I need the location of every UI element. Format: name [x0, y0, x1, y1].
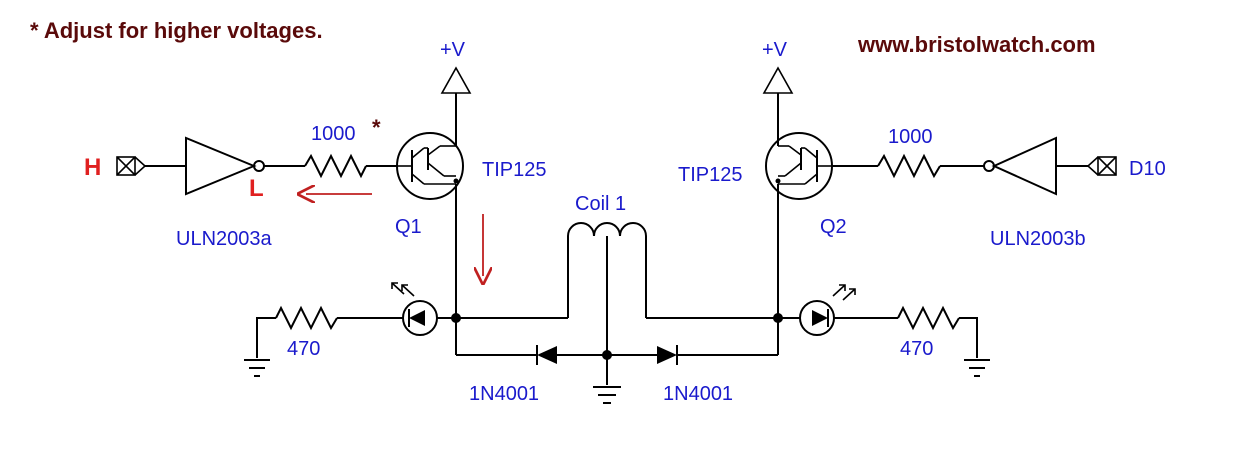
- right-ground: [964, 359, 990, 377]
- right-driver-label: ULN2003b: [990, 228, 1086, 250]
- right-led: [799, 284, 856, 336]
- q1-type-label: TIP125: [482, 159, 546, 181]
- left-input-high-label: H: [84, 154, 101, 181]
- website-label: www.bristolwatch.com: [857, 32, 1096, 57]
- left-supply-symbol: [440, 66, 472, 94]
- left-diode: [536, 345, 557, 365]
- left-led: [391, 282, 438, 336]
- right-led-resistor: [897, 305, 960, 331]
- uln2003b-inverter: [983, 136, 1057, 196]
- adjust-note: * Adjust for higher voltages.: [30, 18, 323, 43]
- coil-label: Coil 1: [575, 193, 626, 215]
- left-diode-label: 1N4001: [469, 383, 539, 405]
- right-diode: [657, 345, 678, 365]
- q2-type-label: TIP125: [678, 164, 742, 186]
- left-base-resistor-label: 1000: [311, 123, 356, 145]
- left-led-resistor: [275, 305, 338, 331]
- left-led-resistor-label: 470: [287, 338, 320, 360]
- left-base-resistor: [304, 153, 367, 179]
- q2-ref-label: Q2: [820, 216, 847, 238]
- center-ground: [593, 386, 621, 404]
- right-base-resistor: [877, 153, 941, 179]
- left-ground: [244, 359, 270, 377]
- left-output-low-label: L: [249, 175, 264, 202]
- transistor-q1: [396, 93, 464, 200]
- right-input-connector: [1086, 156, 1117, 176]
- right-input-pin-label: D10: [1129, 158, 1166, 180]
- right-diode-label: 1N4001: [663, 383, 733, 405]
- asterisk-mark: *: [372, 115, 381, 140]
- q1-ref-label: Q1: [395, 216, 422, 238]
- right-supply-label: +V: [762, 39, 788, 61]
- left-driver-label: ULN2003a: [176, 228, 273, 250]
- right-base-resistor-label: 1000: [888, 126, 933, 148]
- right-led-resistor-label: 470: [900, 338, 933, 360]
- transistor-q2: [765, 93, 833, 200]
- left-supply-label: +V: [440, 39, 466, 61]
- right-supply-symbol: [762, 66, 794, 94]
- coil: [567, 222, 647, 237]
- left-input-connector: [116, 156, 147, 176]
